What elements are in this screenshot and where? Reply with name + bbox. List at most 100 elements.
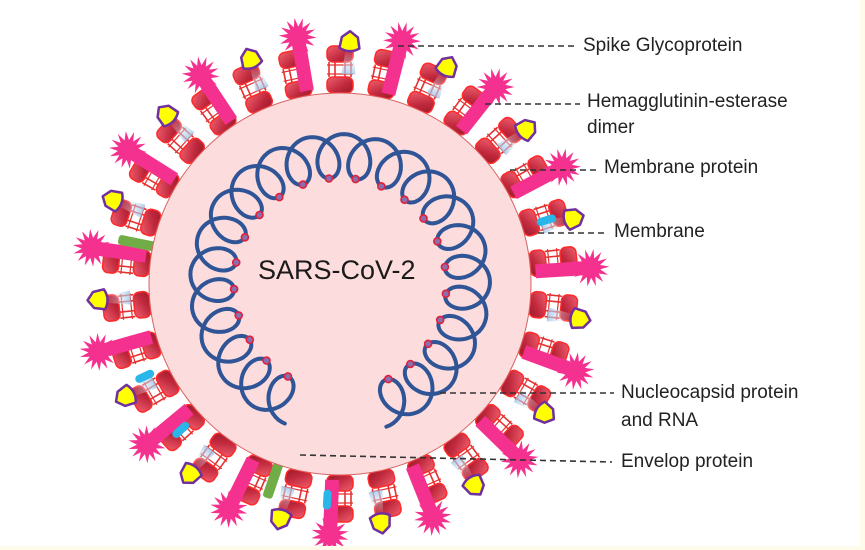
he-head xyxy=(86,288,109,311)
spike-head xyxy=(278,17,317,56)
label-hemagglutinin-esterase: Hemagglutinin-esterase xyxy=(587,91,788,112)
label-hemagglutinin-esterase-dimer: dimer xyxy=(587,117,635,138)
he-head xyxy=(156,104,180,128)
spike-glycoprotein xyxy=(535,249,610,287)
he-head xyxy=(569,306,592,330)
lipid-head-inner xyxy=(528,290,548,319)
nucleocapsid-protein-dot xyxy=(406,359,415,369)
nucleocapsid-protein-dot xyxy=(231,258,241,267)
he-head xyxy=(562,208,585,231)
virus-interior-fill xyxy=(148,92,532,476)
nucleocapsid-protein-dot xyxy=(274,192,284,202)
spike-head xyxy=(108,131,147,169)
background-bottom-edge xyxy=(0,546,865,550)
hemagglutinin-esterase-dimer xyxy=(546,306,592,330)
he-stalk xyxy=(278,485,295,510)
virus-title: SARS-CoV-2 xyxy=(258,255,416,285)
he-head xyxy=(101,189,124,213)
he-stalk xyxy=(341,52,356,75)
spike-glycoprotein xyxy=(510,148,582,200)
spike-head xyxy=(556,352,595,390)
he-head xyxy=(513,118,537,143)
nucleocapsid-protein-dot xyxy=(283,372,293,381)
spike-stalk xyxy=(103,330,154,357)
envelope-protein xyxy=(117,235,163,253)
hemagglutinin-esterase-dimer xyxy=(179,444,216,485)
hemagglutinin-esterase-dimer xyxy=(426,55,458,99)
spike-head xyxy=(210,490,248,528)
spike-head xyxy=(571,249,610,287)
envelope-protein xyxy=(263,455,286,499)
nucleocapsid-protein-dot xyxy=(432,237,442,246)
hemagglutinin-esterase-dimer xyxy=(101,189,146,218)
spike-glycoprotein xyxy=(455,68,515,135)
spike-glycoprotein xyxy=(405,463,452,537)
he-head xyxy=(179,461,203,485)
he-head xyxy=(270,508,293,531)
he-stalk xyxy=(450,454,473,480)
spike-stalk xyxy=(291,42,314,92)
spike-stalk xyxy=(198,77,238,125)
nucleocapsid-protein-dot xyxy=(383,374,393,384)
hemagglutinin-esterase-dimer xyxy=(156,104,195,143)
spike-head xyxy=(543,148,582,186)
membrane-protein-body xyxy=(172,421,190,438)
nucleocapsid-protein-dot xyxy=(234,311,243,320)
spike-glycoprotein xyxy=(381,22,421,96)
nucleocapsid-rna xyxy=(188,132,492,429)
he-stalk xyxy=(193,444,216,469)
he-head xyxy=(368,512,391,535)
membrane-protein-body xyxy=(536,214,557,226)
spike-head xyxy=(311,515,349,550)
nucleocapsid-protein-dot xyxy=(262,356,271,365)
he-stalk xyxy=(121,199,146,218)
label-membrane: Membrane xyxy=(614,221,705,242)
spike-stalk xyxy=(521,345,572,376)
nucleocapsid-protein-dot xyxy=(435,315,445,325)
he-stalk xyxy=(250,66,269,92)
spike-head xyxy=(181,56,220,94)
spike-glycoprotein xyxy=(128,403,194,464)
he-stalk xyxy=(513,390,539,412)
spike-head xyxy=(72,228,111,267)
he-head xyxy=(114,383,137,408)
he-stalk xyxy=(368,489,384,514)
he-stalk xyxy=(546,307,571,322)
he-head xyxy=(434,55,458,79)
nucleocapsid-protein-dot xyxy=(245,335,255,345)
leader-envelope xyxy=(299,454,613,463)
spike-stalk xyxy=(455,88,497,135)
envelope-protein-body xyxy=(263,455,286,499)
spike-glycoprotein xyxy=(108,131,179,186)
membrane-protein xyxy=(536,214,557,226)
spike-glycoprotein xyxy=(181,56,238,125)
membrane-protein xyxy=(172,421,190,438)
he-head xyxy=(239,47,264,70)
nucleocapsid-protein-dot xyxy=(229,284,239,294)
hemagglutinin-esterase-dimer xyxy=(338,29,361,75)
label-spike-glycoprotein: Spike Glycoprotein xyxy=(583,35,743,56)
hemagglutinin-esterase-dimer xyxy=(86,288,131,311)
nucleocapsid-protein-dot xyxy=(400,195,409,204)
spike-stalk xyxy=(535,261,584,279)
membrane-protein-body xyxy=(322,489,332,510)
nucleocapsid-protein-dot xyxy=(351,174,360,184)
background-edge xyxy=(860,0,865,550)
nucleocapsid-protein-dot xyxy=(376,182,386,191)
hemagglutinin-esterase-dimer xyxy=(450,454,485,496)
lipid-head-inner xyxy=(326,76,354,94)
he-stalk xyxy=(497,132,522,156)
label-envelop-protein: Envelop protein xyxy=(621,451,754,472)
hemagglutinin-esterase-dimer xyxy=(513,390,556,424)
spike-glycoprotein xyxy=(521,345,595,390)
spike-head xyxy=(128,425,166,464)
spike-stalk xyxy=(225,456,260,506)
spike-head xyxy=(414,498,452,537)
virus-interior xyxy=(148,92,532,476)
label-nucleocapsid-and-rna: and RNA xyxy=(621,410,699,431)
label-nucleocapsid-protein: Nucleocapsid protein xyxy=(621,382,799,403)
hemagglutinin-esterase-dimer xyxy=(368,489,391,535)
label-membrane-protein: Membrane protein xyxy=(604,157,759,178)
lipid-head-inner xyxy=(132,290,152,319)
spike-head xyxy=(382,22,421,60)
